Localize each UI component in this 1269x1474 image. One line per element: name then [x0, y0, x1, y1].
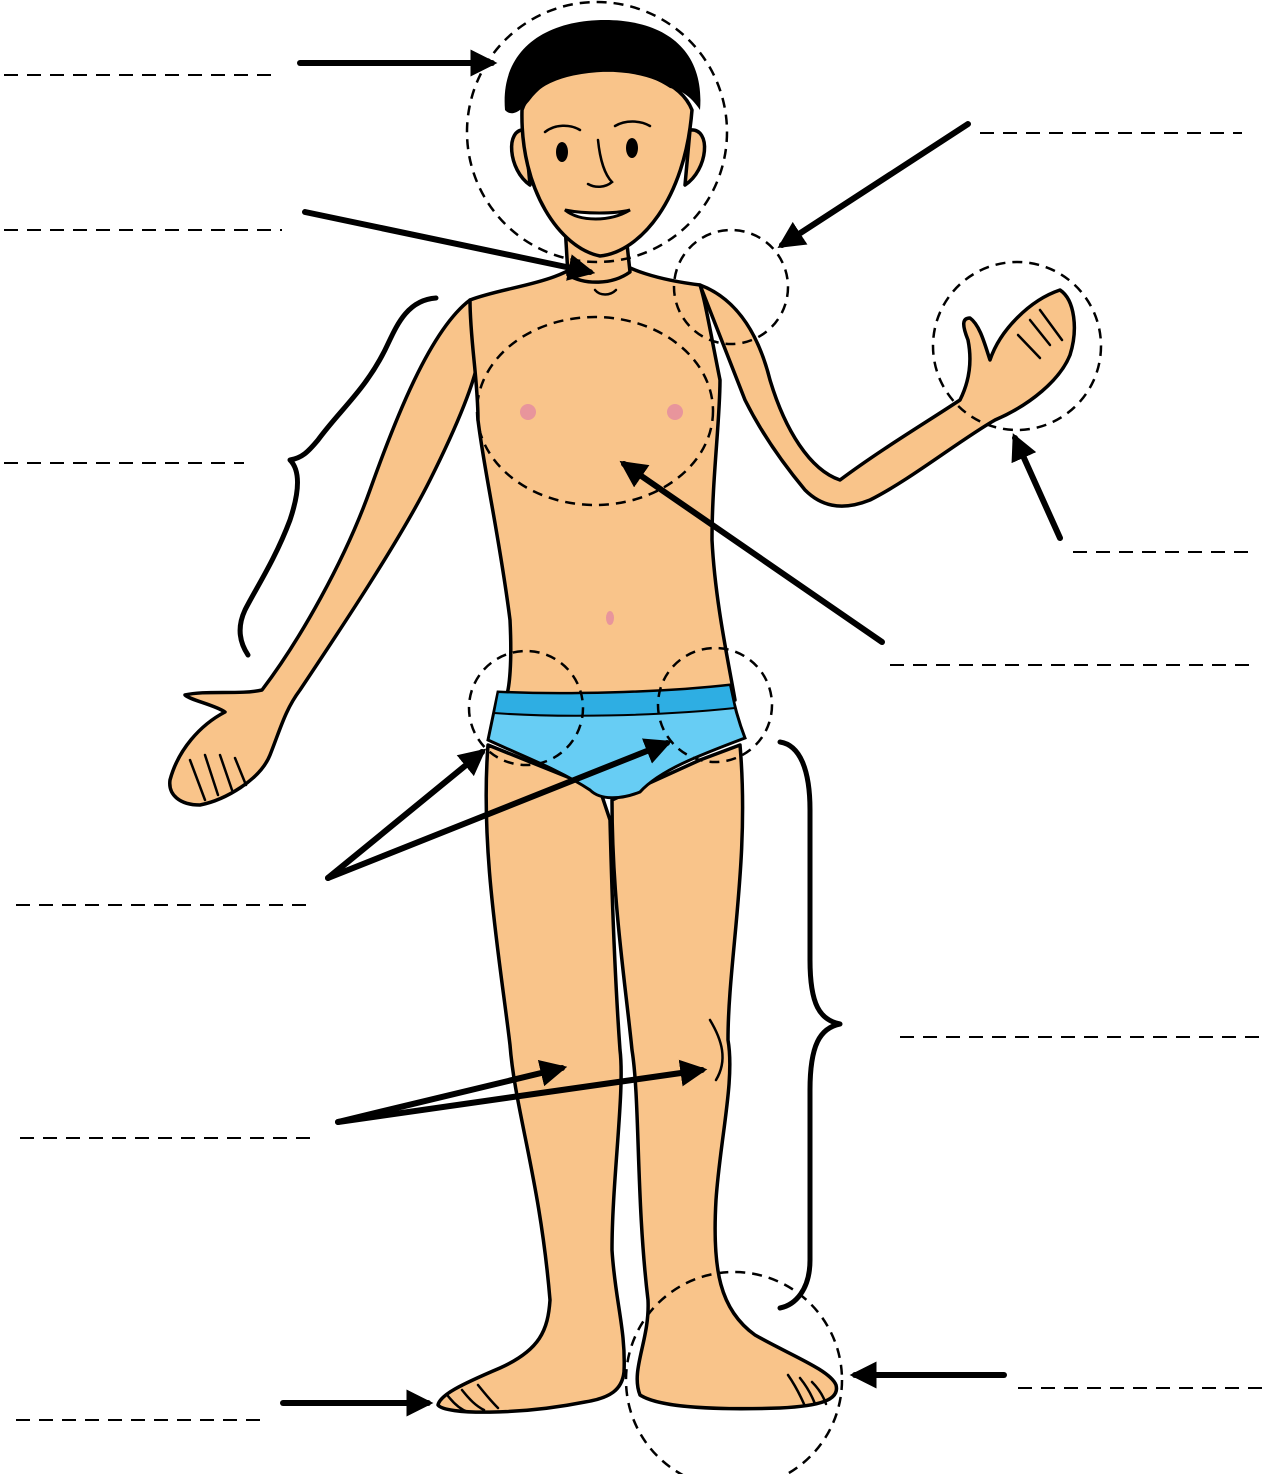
- hip-arrow-left: [328, 752, 482, 878]
- boy-figure: [170, 20, 1075, 1412]
- face: [522, 70, 692, 256]
- hand-arrow: [1015, 438, 1060, 538]
- right-nipple: [667, 404, 683, 420]
- left-arm: [170, 300, 478, 805]
- left-eye: [556, 142, 568, 162]
- shoulder-arrow: [782, 124, 968, 245]
- right-eye: [626, 138, 638, 158]
- neck-arrow: [305, 212, 590, 272]
- navel: [606, 611, 614, 625]
- left-nipple: [520, 404, 536, 420]
- right-arm: [700, 285, 1074, 506]
- leg-brace: [780, 742, 840, 1308]
- left-leg: [438, 745, 624, 1412]
